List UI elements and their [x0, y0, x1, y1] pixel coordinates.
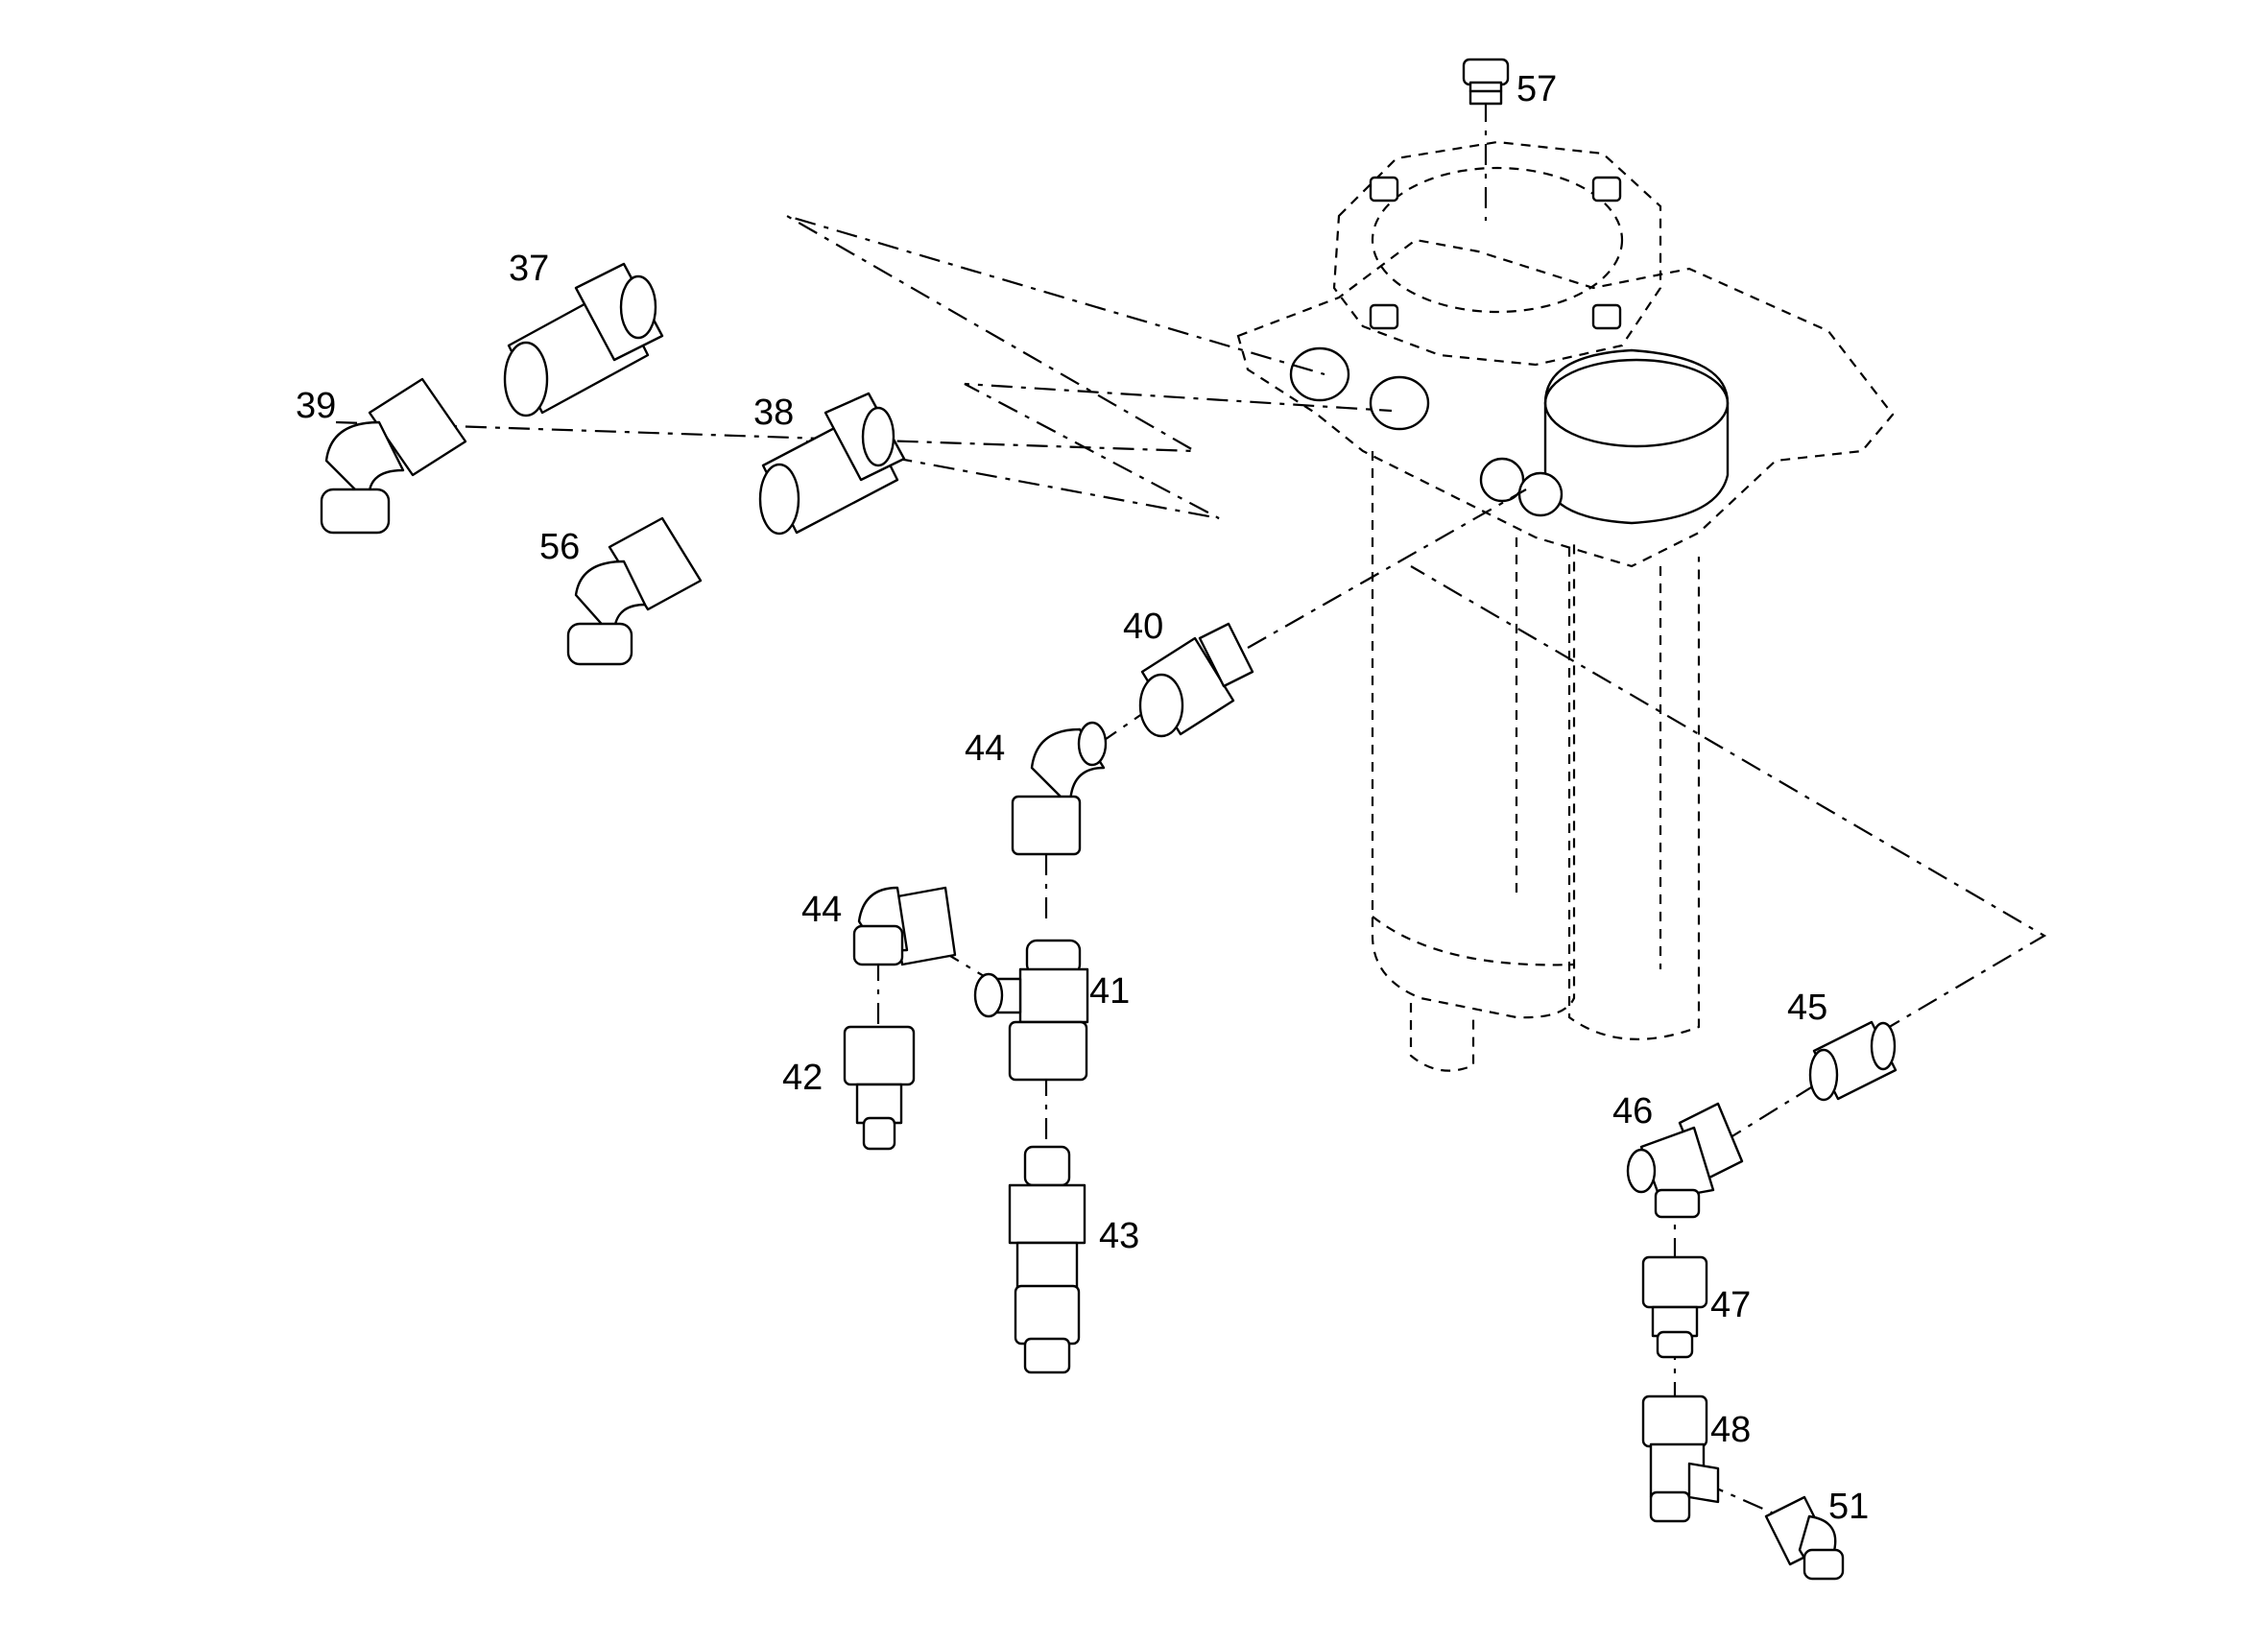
adapter-end — [758, 463, 800, 536]
elbow-tail — [1802, 1548, 1845, 1581]
adapter-top — [1023, 1145, 1071, 1187]
port-boss-1 — [1289, 346, 1350, 402]
tee-branch-end — [973, 972, 1004, 1018]
port-boss-2 — [1369, 375, 1430, 431]
part-40-union — [1138, 622, 1254, 738]
line-45-filter — [1410, 565, 2047, 1033]
callout-56: 56 — [539, 527, 580, 567]
line-46-45 — [1722, 1079, 1825, 1143]
line-40-port — [1247, 488, 1527, 649]
secondary-canister-top — [1543, 358, 1730, 448]
left-bowl-band — [1372, 916, 1575, 966]
part-42-adapter — [843, 1025, 916, 1151]
adapter-tip — [1656, 1330, 1694, 1359]
adapter-body — [855, 1083, 903, 1125]
callout-38: 38 — [753, 393, 794, 433]
part-56-elbow — [566, 516, 703, 666]
tee-bottom — [1654, 1188, 1701, 1219]
part-37-adapter — [503, 262, 664, 417]
callout-37: 37 — [509, 249, 549, 289]
elbow-tail — [320, 488, 391, 535]
filter-head-cap — [1371, 166, 1624, 314]
callout-44-upper: 44 — [965, 728, 1005, 769]
adapter-tip — [619, 274, 657, 340]
head-bolts — [1369, 176, 1622, 330]
part-41-tee — [973, 939, 1089, 1082]
elbow-tail — [566, 622, 633, 666]
part-48-tee — [1641, 1394, 1720, 1523]
part-44-elbow-lower — [852, 886, 957, 966]
callout-47: 47 — [1710, 1285, 1751, 1325]
part-47-adapter — [1641, 1255, 1708, 1359]
tee-branch-end — [1626, 1148, 1657, 1194]
elbow-nut — [368, 377, 467, 477]
adapter-nut — [1641, 1255, 1708, 1309]
port-boss-3 — [1479, 457, 1525, 503]
callout-43: 43 — [1099, 1216, 1139, 1256]
callout-48: 48 — [1710, 1410, 1751, 1450]
tee-nut — [1008, 1020, 1088, 1082]
callout-40: 40 — [1123, 607, 1163, 647]
adapter-nut — [843, 1025, 916, 1086]
right-filter-bowl — [1567, 547, 1701, 1040]
adapter-tail — [1014, 1284, 1081, 1346]
head-bolt — [1369, 176, 1399, 203]
head-bolt — [1591, 176, 1622, 203]
line-37-39 — [335, 214, 1325, 453]
plug-head — [1462, 58, 1510, 86]
adapter-tip — [1870, 1021, 1897, 1071]
callout-44-lower: 44 — [801, 890, 842, 930]
elbow-tail — [852, 924, 904, 966]
left-filter-bowl — [1371, 451, 1576, 1019]
union-tail — [1198, 622, 1254, 688]
adapter-tip — [861, 406, 895, 467]
callout-42: 42 — [782, 1058, 823, 1098]
callout-39: 39 — [296, 386, 336, 426]
plug-thread — [1468, 81, 1503, 106]
callout-51: 51 — [1828, 1487, 1869, 1527]
part-39-elbow — [320, 377, 467, 535]
part-45-adapter — [1808, 1020, 1898, 1102]
adapter-nut — [1008, 1183, 1086, 1245]
tee-body — [1018, 967, 1089, 1024]
callout-41: 41 — [1089, 971, 1130, 1012]
filter-head — [1332, 140, 1662, 367]
head-bolt — [1369, 303, 1399, 330]
part-46-tee — [1626, 1102, 1744, 1219]
adapter-body — [1015, 1241, 1079, 1293]
tee-branch — [1687, 1462, 1720, 1504]
secondary-canister — [1543, 348, 1730, 525]
callout-57: 57 — [1516, 69, 1557, 109]
union-end — [1138, 673, 1184, 738]
part-51-elbow — [1764, 1495, 1845, 1581]
adapter-tip — [862, 1116, 896, 1151]
tee-bottom — [1649, 1490, 1691, 1523]
adapter-end — [503, 341, 549, 417]
elbow-socket — [1077, 721, 1108, 767]
tee-nut — [1641, 1394, 1708, 1448]
line-38-56 — [805, 382, 1393, 520]
adapter-end — [1808, 1048, 1839, 1102]
callout-45: 45 — [1787, 988, 1827, 1028]
tee-body — [1639, 1126, 1715, 1202]
adapter-tip — [1023, 1337, 1071, 1374]
port-boss-4 — [1517, 471, 1564, 517]
part-57-plug — [1462, 58, 1510, 106]
left-bowl-drain — [1409, 1003, 1475, 1072]
part-38-adapter — [758, 392, 906, 536]
head-bolt — [1591, 303, 1622, 330]
mounting-plate-outline — [1236, 238, 1895, 568]
callout-46: 46 — [1612, 1091, 1653, 1132]
part-43-adapter — [1008, 1145, 1086, 1374]
part-44-elbow-upper — [1011, 721, 1108, 856]
filter-assembly — [1236, 140, 1895, 1072]
callouts: 57 37 39 38 56 40 44 44 41 42 43 45 46 4… — [296, 69, 1869, 1527]
elbow-nut — [1011, 795, 1082, 856]
